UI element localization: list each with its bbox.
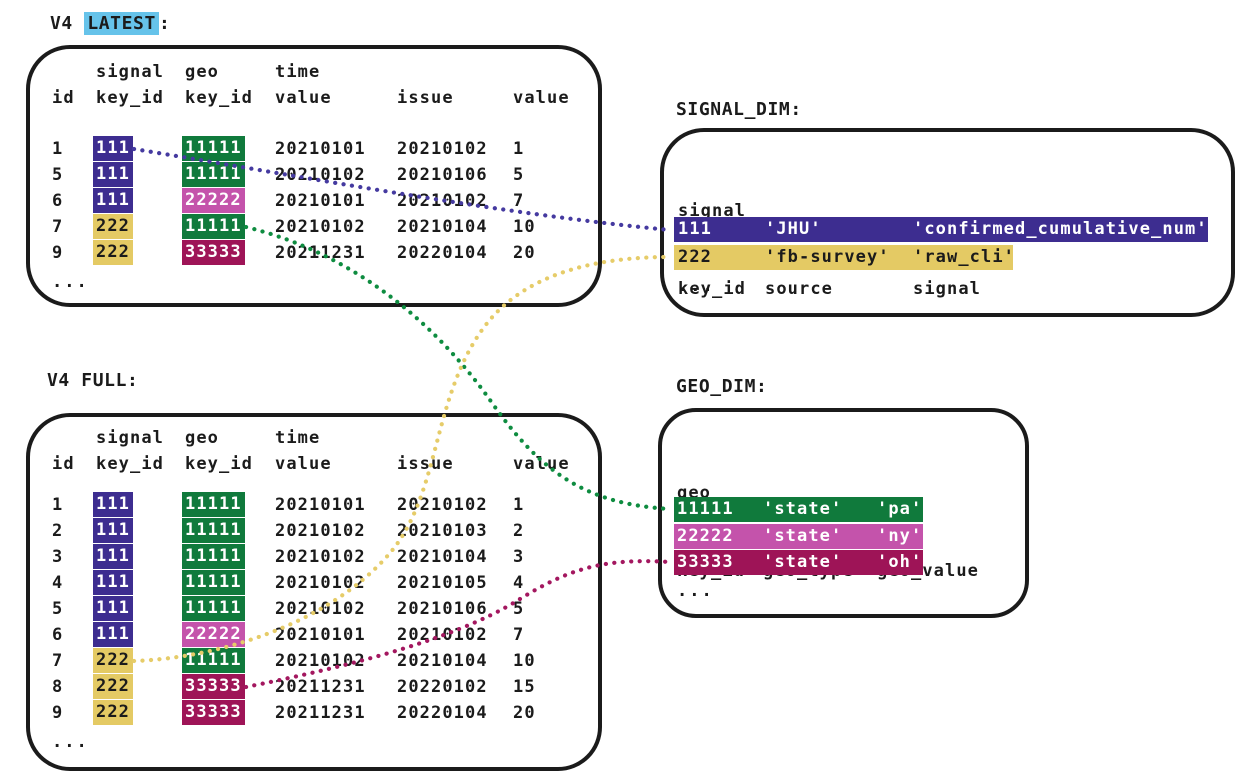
table-row: 4 111 11111 20210102 20210105 4	[52, 570, 525, 595]
v4-latest-title: V4 LATEST:	[50, 12, 171, 35]
col-geo-keyid: key_id	[185, 88, 254, 108]
signal-key-cell: 111	[93, 492, 134, 517]
col-value: value	[513, 88, 570, 108]
geo-key-cell: 11111	[182, 570, 245, 595]
header-line-2: id key_id key_id value issue value	[30, 85, 598, 111]
geo-key-cell: 33333	[182, 240, 245, 265]
col-id: id	[52, 454, 75, 474]
col-issue: issue	[397, 454, 454, 474]
geo-key-cell: 11111	[182, 648, 245, 673]
table-row: 6 111 22222 20210101 20210102 7	[52, 622, 525, 647]
table-row: 9 222 33333 20211231 20220104 20	[52, 240, 536, 265]
signal-key-cell: 222	[93, 214, 134, 239]
geo-key-cell: 22222	[182, 188, 245, 213]
header-line-2: id key_id key_id value issue value	[30, 451, 598, 477]
more-rows-ellipsis: ...	[678, 276, 715, 296]
v4-full-rows: 1 111 11111 20210101 20210102 1 2 111 11…	[30, 492, 598, 752]
signal-dim-row-222: 222 'fb-survey' 'raw_cli'	[674, 245, 1014, 270]
col-id: id	[52, 88, 75, 108]
signal-dim-table: signal key_id source signal 111 'JHU' 'c…	[660, 128, 1235, 317]
signal-key-cell: 111	[93, 188, 134, 213]
signal-key-cell: 111	[93, 622, 134, 647]
table-row: 9 222 33333 20211231 20220104 20	[52, 700, 536, 725]
geo-key-cell: 22222	[182, 622, 245, 647]
col-time-value: value	[275, 454, 332, 474]
table-row: 5 111 11111 20210102 20210106 5	[52, 596, 525, 621]
v4-latest-title-colon: :	[158, 13, 171, 34]
signal-key-cell: 111	[93, 518, 134, 543]
v4-full-header: signal geo time id key_id key_id value i…	[30, 425, 598, 477]
signal-key-cell: 111	[93, 136, 134, 161]
geo-dim-rows: 11111 'state' 'pa' 22222 'state' 'ny' 33…	[662, 497, 1025, 601]
signal-dim-title: SIGNAL_DIM:	[676, 99, 802, 120]
v4-full-table: signal geo time id key_id key_id value i…	[26, 413, 602, 771]
geo-dim-table: geo key_id geo_type geo_value 11111 'sta…	[658, 408, 1029, 618]
col-source: source	[765, 279, 834, 299]
signal-key-cell: 222	[93, 648, 134, 673]
signal-key-cell: 222	[93, 700, 134, 725]
table-row: 7 222 11111 20210102 20210104 10	[52, 648, 536, 673]
geo-dim-row-11111: 11111 'state' 'pa'	[674, 497, 923, 522]
col-signal: signal	[96, 62, 165, 82]
col-time: time	[275, 62, 321, 82]
geo-key-cell: 33333	[182, 700, 245, 725]
geo-key-cell: 33333	[182, 674, 245, 699]
col-signal-keyid: key_id	[96, 454, 165, 474]
col-signal-name: signal	[913, 279, 982, 299]
col-value: value	[513, 454, 570, 474]
table-row: 1 111 11111 20210101 20210102 1	[52, 136, 525, 161]
signal-key-cell: 111	[93, 544, 134, 569]
col-signal-keyid: key_id	[96, 88, 165, 108]
col-geo: geo	[185, 62, 220, 82]
more-rows-ellipsis: ...	[52, 272, 89, 292]
col-time-value: value	[275, 88, 332, 108]
geo-key-cell: 11111	[182, 596, 245, 621]
table-row: 2 111 11111 20210102 20210103 2	[52, 518, 525, 543]
signal-key-cell: 222	[93, 240, 134, 265]
col-time: time	[275, 428, 321, 448]
table-row: 8 222 33333 20211231 20220102 15	[52, 674, 536, 699]
geo-key-cell: 11111	[182, 214, 245, 239]
col-geo-keyid: key_id	[185, 454, 254, 474]
more-rows-ellipsis: ...	[52, 732, 89, 752]
geo-dim-row-22222: 22222 'state' 'ny'	[674, 523, 923, 549]
geo-dim-row-33333: 33333 'state' 'oh'	[674, 550, 923, 575]
signal-dim-row-111: 111 'JHU' 'confirmed_cumulative_num'	[674, 217, 1208, 242]
table-row: 6 111 22222 20210101 20210102 7	[52, 188, 525, 213]
table-row: 5 111 11111 20210102 20210106 5	[52, 162, 525, 187]
geo-key-cell: 11111	[182, 518, 245, 543]
geo-key-cell: 11111	[182, 162, 245, 187]
header-line-1: signal geo time	[30, 425, 598, 451]
col-key-id: key_id	[678, 279, 747, 299]
signal-key-cell: 222	[93, 674, 134, 699]
table-row: 1 111 11111 20210101 20210102 1	[52, 492, 525, 517]
table-row: 7 222 11111 20210102 20210104 10	[52, 214, 536, 239]
latest-highlight: LATEST	[84, 12, 159, 35]
col-geo: geo	[185, 428, 220, 448]
col-signal: signal	[96, 428, 165, 448]
header-line-2: key_id source signal	[678, 276, 981, 302]
more-rows-ellipsis: ...	[677, 581, 714, 601]
signal-dim-rows: 111 'JHU' 'confirmed_cumulative_num' 222…	[664, 217, 1231, 296]
signal-key-cell: 111	[93, 596, 134, 621]
col-issue: issue	[397, 88, 454, 108]
header-line-1: signal geo time	[30, 59, 598, 85]
table-row: 3 111 11111 20210102 20210104 3	[52, 544, 525, 569]
col-signal: signal	[678, 201, 747, 221]
signal-dim-header: signal key_id source signal	[678, 146, 981, 354]
v4-latest-table: signal geo time id key_id key_id value i…	[26, 45, 602, 307]
geo-key-cell: 11111	[182, 136, 245, 161]
geo-key-cell: 11111	[182, 492, 245, 517]
geo-dim-title: GEO_DIM:	[676, 376, 768, 397]
v4-latest-header: signal geo time id key_id key_id value i…	[30, 59, 598, 111]
v4-full-title: V4 FULL:	[47, 370, 139, 391]
geo-key-cell: 11111	[182, 544, 245, 569]
v4-latest-rows: 1 111 11111 20210101 20210102 1 5 111 11…	[30, 136, 598, 292]
signal-key-cell: 111	[93, 162, 134, 187]
signal-key-cell: 111	[93, 570, 134, 595]
v4-latest-title-prefix: V4	[50, 13, 85, 34]
